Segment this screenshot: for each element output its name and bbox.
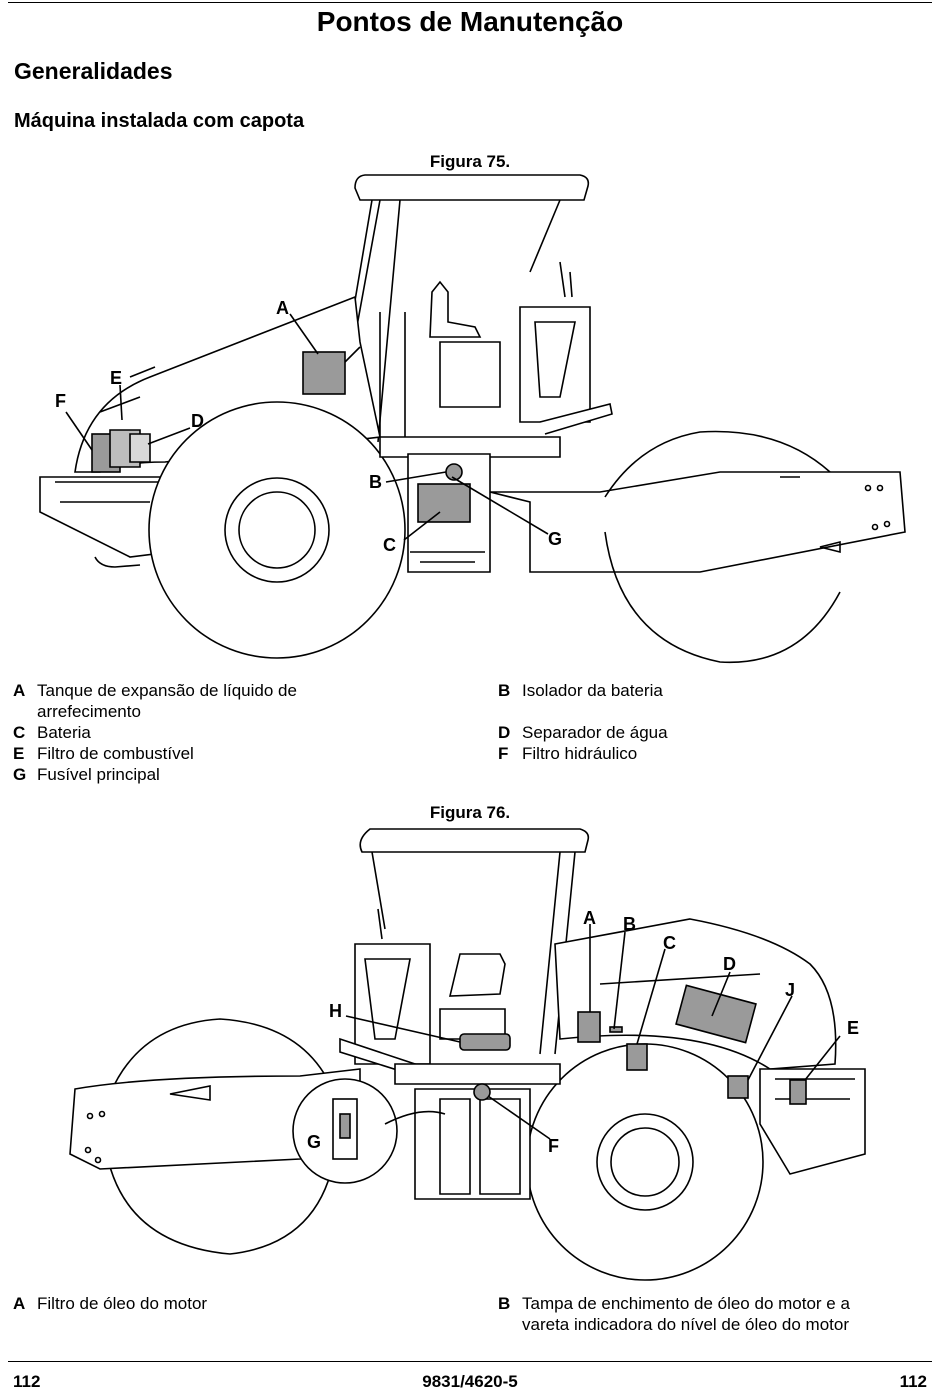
- fig76-label-h: H: [329, 1001, 342, 1021]
- fig75-label-b: B: [369, 472, 382, 492]
- footer-page-right: 112: [899, 1372, 927, 1391]
- fig76-label-j: J: [785, 980, 795, 1000]
- figure-76-caption: Figura 76.: [429, 803, 511, 822]
- fig75-label-a: A: [276, 298, 289, 318]
- fig76-label-e: E: [847, 1018, 859, 1038]
- fig76-label-b: B: [623, 914, 636, 934]
- fig75-label-c: C: [383, 535, 396, 555]
- fig76-label-f: F: [548, 1136, 559, 1156]
- fig75-label-d: D: [191, 411, 204, 431]
- fig76-label-g: G: [307, 1132, 321, 1152]
- figure-75-illustration: A E F D B C G: [39, 174, 906, 664]
- page-title: Pontos de Manutenção: [316, 6, 624, 37]
- footer-doc-number: 9831/4620-5: [422, 1372, 518, 1391]
- figure-75-caption: Figura 75.: [429, 152, 511, 171]
- fig75-label-g: G: [548, 529, 562, 549]
- fig76-label-d: D: [723, 954, 736, 974]
- section-heading: Generalidades: [14, 58, 173, 84]
- fig76-label-a: A: [583, 908, 596, 928]
- subsection-heading: Máquina instalada com capota: [14, 110, 305, 132]
- top-rule: [8, 2, 932, 3]
- fig75-label-e: E: [110, 368, 122, 388]
- fig75-label-f: F: [55, 391, 66, 411]
- figure-76-illustration: A B C D J E H G F: [69, 828, 866, 1281]
- footer-page-left: 112: [13, 1372, 41, 1391]
- fig76-label-c: C: [663, 933, 676, 953]
- footer-rule: [8, 1361, 932, 1362]
